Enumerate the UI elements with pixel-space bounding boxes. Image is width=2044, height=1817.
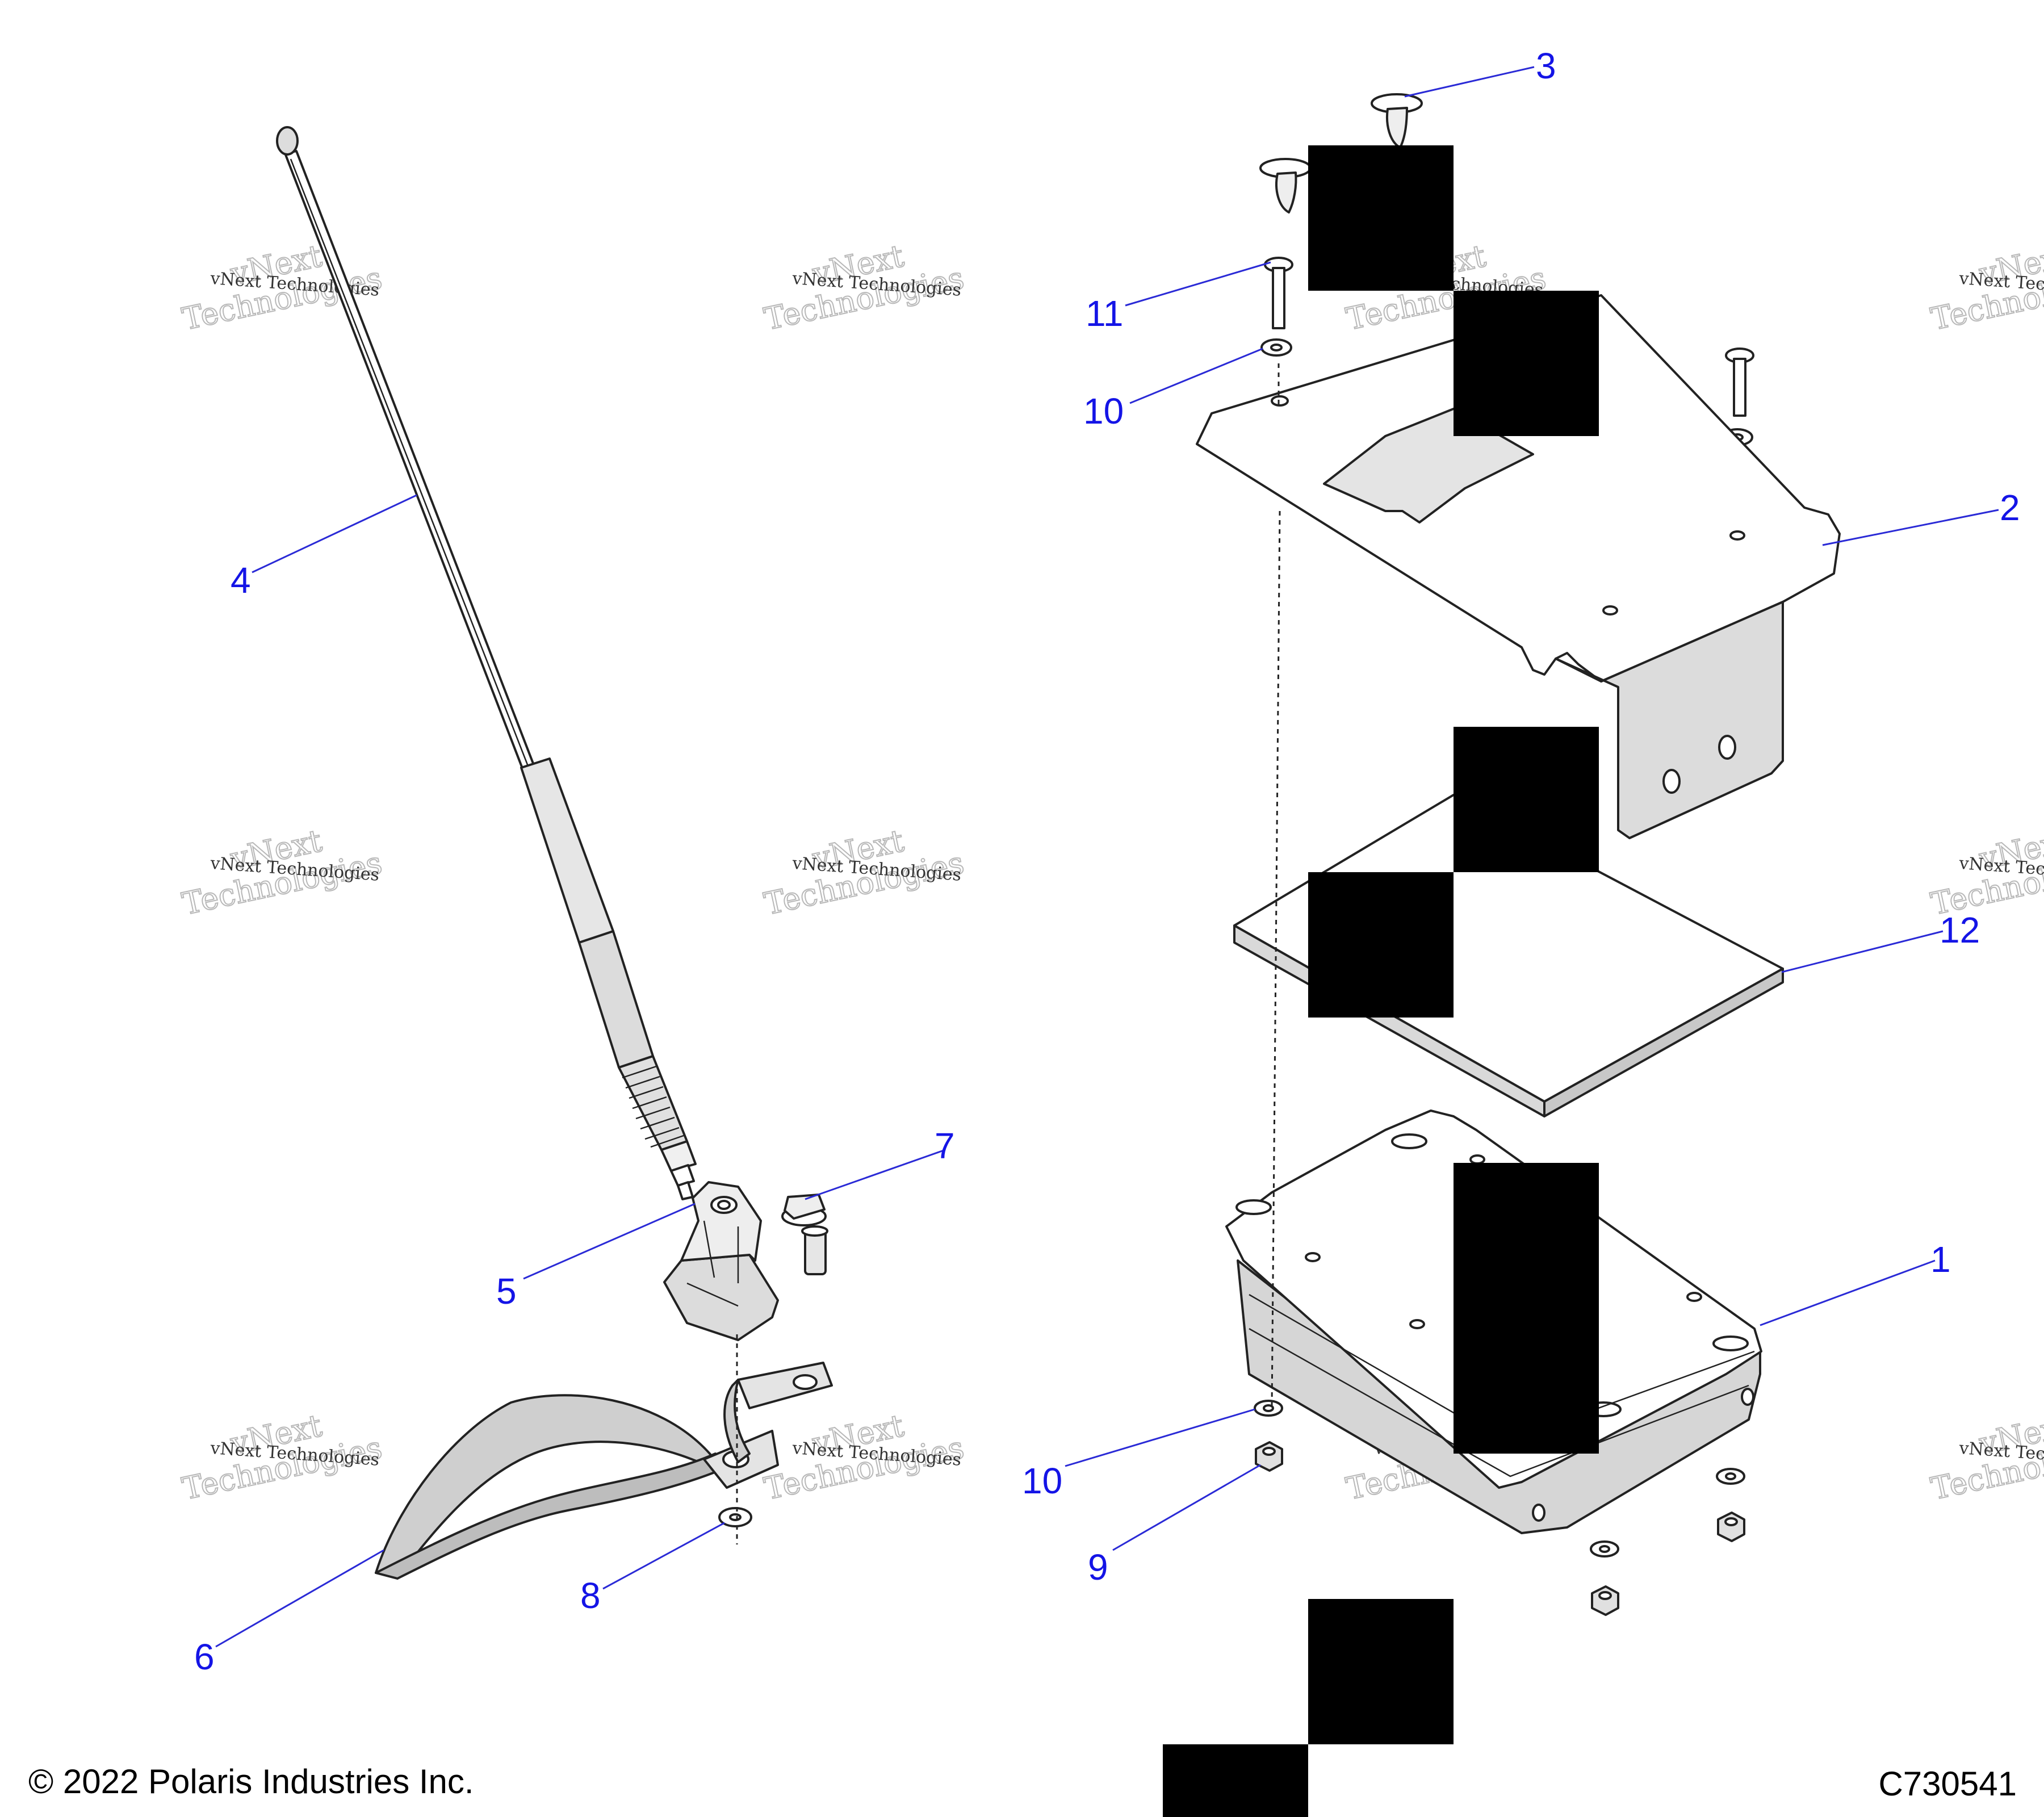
callout-9: 9 — [1088, 1547, 1108, 1588]
leader-line-9 — [1112, 1464, 1261, 1551]
copyright-notice: © 2022 Polaris Industries Inc. — [28, 1762, 474, 1801]
leader-line-11 — [1125, 261, 1271, 307]
callout-10: 10 — [1083, 391, 1124, 432]
leader-line-5 — [523, 1203, 696, 1280]
redaction-block — [1308, 1599, 1454, 1744]
leader-line-10a — [1129, 348, 1263, 404]
leader-lines — [215, 66, 1999, 1648]
callout-12: 12 — [1940, 910, 1980, 951]
leader-line-4 — [252, 494, 417, 573]
watermark: Technologies vNext vNext Technologies — [760, 822, 967, 923]
alignment-line — [1271, 510, 1281, 1409]
callout-7: 7 — [935, 1125, 955, 1166]
redaction-block — [1308, 145, 1454, 291]
callout-4: 4 — [231, 560, 251, 601]
callout-6: 6 — [194, 1636, 215, 1677]
watermark: Technologies vNext vNext Technologies — [1927, 1407, 2044, 1508]
watermark: Technologies vNext vNext Technologies — [760, 237, 967, 338]
watermark: Technologies vNext vNext Technologies — [760, 1407, 967, 1508]
redaction-block — [1454, 1163, 1599, 1454]
watermark: Technologies vNext vNext Technologies — [178, 822, 386, 923]
leader-line-12 — [1781, 930, 1944, 973]
leader-line-8 — [602, 1522, 725, 1590]
callout-5: 5 — [496, 1271, 517, 1312]
antenna-mount-icon — [663, 1181, 779, 1341]
washer-icon — [1254, 1400, 1745, 1558]
callout-11: 11 — [1086, 293, 1123, 334]
flange-bolt-icon — [781, 1194, 828, 1275]
redaction-block — [1454, 291, 1599, 436]
mounting-bracket-icon — [1196, 294, 1841, 839]
watermark: Technologies vNext vNext Technologies — [1927, 237, 2044, 338]
redaction-block — [1163, 1744, 1308, 1817]
push-rivet-icon — [1259, 93, 1423, 213]
callout-2: 2 — [2000, 487, 2020, 528]
watermark: Technologies vNext vNext Technologies — [178, 1407, 386, 1508]
ground-strap-icon — [375, 1362, 833, 1580]
hex-nut-icon — [1255, 1441, 1745, 1616]
leader-line-10b — [1065, 1408, 1255, 1467]
callout-8: 8 — [580, 1575, 601, 1616]
callouts: 3 11 10 2 12 1 10 9 4 7 5 8 6 — [194, 45, 2020, 1677]
callout-10: 10 — [1022, 1460, 1062, 1501]
callout-3: 3 — [1536, 45, 1556, 86]
leader-line-1 — [1760, 1259, 1936, 1326]
leader-line-6 — [215, 1549, 384, 1648]
redaction-blocks — [1163, 145, 1599, 1817]
redaction-block — [1454, 727, 1599, 872]
callout-1: 1 — [1930, 1239, 1951, 1280]
leader-line-7 — [805, 1149, 944, 1200]
diagram-code: C730541 — [1878, 1765, 2017, 1803]
watermark: Technologies vNext vNext Technologies — [1927, 822, 2044, 923]
redaction-block — [1308, 872, 1454, 1018]
leader-line-2 — [1822, 509, 1999, 546]
leader-line-3 — [1404, 66, 1535, 98]
antenna-mast-icon — [276, 126, 697, 1200]
